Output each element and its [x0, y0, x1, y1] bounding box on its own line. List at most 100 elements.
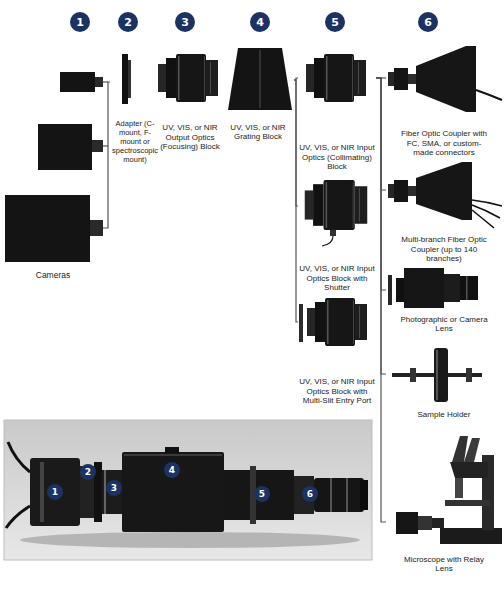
photo-camera — [30, 458, 80, 526]
callout-number: 2 — [80, 464, 96, 480]
sample-holder-highlight — [436, 350, 438, 400]
lens-ring-line — [466, 276, 468, 300]
photo-camera-edge — [40, 462, 44, 522]
component-caption: UV, VIS, or NIR Input Optics (Collimatin… — [298, 143, 376, 172]
slit-plate — [299, 304, 303, 342]
component-box: UV, VIS, or NIR Input Optics (Collimatin… — [298, 50, 376, 172]
callout-text: 2 — [124, 17, 132, 28]
component-box: Cameras — [3, 60, 103, 280]
callout-text: 4 — [256, 17, 264, 28]
callout-number: 4 — [250, 12, 270, 32]
component-caption: UV, VIS, or NIR Input Optics Block with … — [298, 264, 376, 293]
camera-stub — [103, 145, 108, 146]
callout-number: 3 — [175, 12, 195, 32]
photo-shadow — [20, 532, 360, 548]
component-box: Microscope with Relay Lens — [386, 428, 502, 574]
fiber-connector-tip — [408, 74, 416, 84]
component-box: UV, VIS, or NIR Grating Block — [222, 46, 294, 142]
photo-input-optics — [224, 470, 294, 520]
component-caption: UV, VIS, or NIR Grating Block — [222, 123, 294, 142]
photo-lens-ring — [346, 478, 348, 512]
fiber-branch — [472, 200, 502, 206]
relay-tube — [432, 518, 444, 528]
component-caption: UV, VIS, or NIR Output Optics (Focusing)… — [160, 123, 220, 152]
fiber-connector-tip — [408, 186, 416, 196]
input-optics-shutter-block — [305, 180, 368, 230]
camera-mount — [90, 220, 103, 236]
component-box: UV, VIS, or NIR Input Optics Block with … — [298, 178, 376, 293]
component-box: UV, VIS, or NIR Input Optics Block with … — [298, 298, 376, 406]
callout-text: 1 — [76, 17, 84, 28]
photo-highlight — [104, 470, 106, 514]
callout-text: 5 — [259, 490, 265, 499]
connector-line — [294, 80, 298, 322]
camera-small — [60, 72, 95, 92]
callout-text: 3 — [181, 17, 189, 28]
multibranch-coupler-body — [416, 162, 472, 220]
component-box: Sample Holder — [386, 345, 502, 420]
photo-grating-block — [122, 452, 224, 532]
component-caption: Fiber Optic Coupler with FC, SMA, or cus… — [400, 129, 488, 158]
photo-highlight — [124, 454, 222, 456]
component-caption: Cameras — [3, 270, 103, 280]
callout-text: 4 — [169, 466, 175, 475]
component-caption: UV, VIS, or NIR Input Optics Block with … — [298, 377, 376, 406]
adapter-plate — [122, 54, 128, 104]
camera-medium — [38, 124, 92, 170]
component-box: Fiber Optic Coupler with FC, SMA, or cus… — [386, 42, 502, 158]
adapter-lip — [128, 60, 131, 98]
callout-number: 5 — [325, 12, 345, 32]
photo-lens — [314, 478, 364, 512]
camera-mount — [92, 140, 103, 152]
component-caption: Photographic or Camera Lens — [400, 315, 488, 334]
lens-body — [404, 268, 444, 308]
fiber-cable — [476, 90, 502, 100]
callout-text: 2 — [85, 468, 91, 477]
callout-number: 1 — [70, 12, 90, 32]
lens-ring — [460, 276, 478, 300]
component-caption: Adapter (C-mount, F-mount or spectroscop… — [110, 119, 160, 164]
callout-text: 3 — [111, 484, 117, 493]
microscope-objective — [455, 478, 463, 498]
fiber-connector-thread — [394, 180, 408, 202]
photo-output-optics — [102, 470, 122, 514]
fiber-branch — [472, 210, 494, 228]
callout-text: 5 — [331, 17, 339, 28]
component-box: Photographic or Camera Lens — [386, 266, 502, 334]
fiber-connector — [388, 184, 394, 198]
component-caption: Sample Holder — [400, 410, 488, 420]
fiber-branch — [472, 205, 500, 218]
component-caption: Multi-branch Fiber Optic Coupler (up to … — [400, 235, 488, 264]
relay-lens — [418, 516, 432, 530]
input-optics-block — [306, 54, 366, 102]
connector-line — [103, 82, 110, 228]
output-optics-block — [158, 54, 218, 102]
callout-number: 5 — [254, 486, 270, 502]
component-box: Adapter (C-mount, F-mount or spectroscop… — [110, 52, 160, 164]
camera-large — [5, 195, 90, 262]
callout-number: 4 — [164, 462, 180, 478]
microscope-stage — [445, 500, 490, 506]
camera-mount — [95, 77, 103, 87]
sample-holder-knob — [410, 368, 416, 382]
connector-line — [376, 78, 386, 522]
lens-barrel — [444, 274, 460, 302]
grating-edge — [259, 50, 261, 108]
microscope-base — [440, 528, 502, 544]
input-optics-multislit-block — [307, 298, 367, 346]
callout-text: 6 — [424, 17, 432, 28]
callout-text: 1 — [52, 488, 58, 497]
photo-lens-front — [360, 480, 368, 510]
shutter-knob — [330, 230, 336, 236]
grating-block — [228, 48, 292, 110]
relay-camera — [396, 512, 418, 534]
photo-backdrop — [4, 420, 372, 560]
sample-holder-knob — [466, 368, 472, 382]
component-box: Multi-branch Fiber Optic Coupler (up to … — [386, 160, 502, 264]
fiber-coupler-body — [416, 46, 476, 112]
callout-number: 6 — [302, 486, 318, 502]
camera-stub — [103, 81, 108, 82]
